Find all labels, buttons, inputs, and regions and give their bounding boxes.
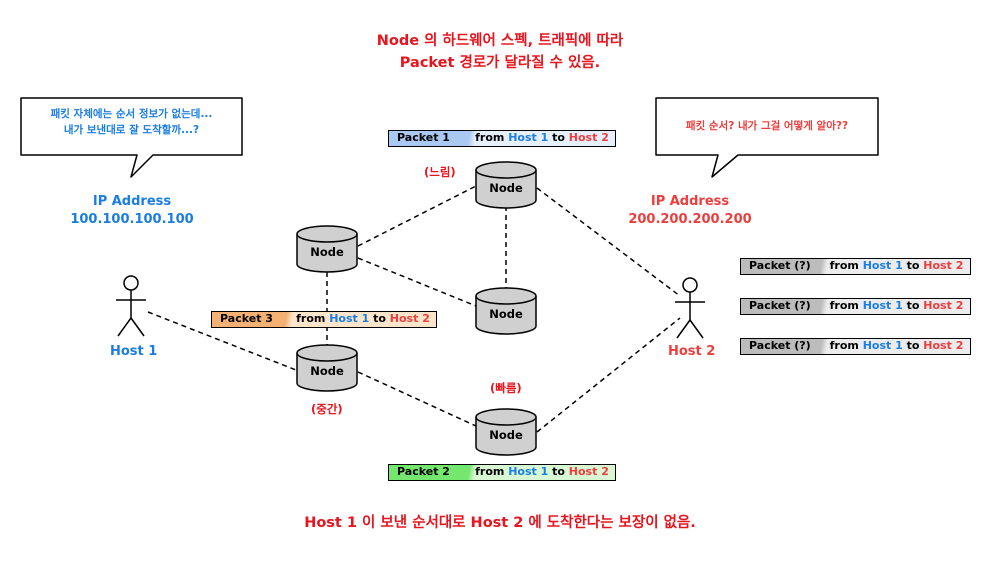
received-packet-route: from Host 1 to Host 2	[823, 339, 970, 354]
node-label: Node	[310, 245, 344, 259]
packet-src-host: Host 1	[862, 339, 903, 352]
host1-ip-block: IP Address 100.100.100.100	[52, 193, 212, 229]
host2-label: Host 2	[668, 344, 716, 359]
speed-mid-label: (중간)	[311, 402, 343, 416]
host1-speech-bubble	[20, 97, 243, 178]
packet-to-text: to	[373, 312, 386, 325]
packet-dst-host: Host 2	[389, 312, 430, 325]
title-line-1: Node 의 하드웨어 스펙, 트래픽에 따라	[376, 33, 624, 49]
link-node5-host2	[536, 317, 681, 433]
packet-from-text: from	[829, 339, 859, 352]
host2-ip-label: IP Address	[650, 194, 730, 209]
packet-to-text: to	[906, 299, 920, 312]
host1-bubble-text: 패킷 자체에는 순서 정보가 없는데... 내가 보낸대로 잘 도착할까...?	[21, 106, 242, 138]
received-packet-id: Packet (?)	[749, 339, 811, 352]
packet-2-id: Packet 2	[397, 465, 450, 478]
packet-dst-host: Host 2	[923, 299, 964, 312]
host1-label: Host 1	[110, 344, 158, 359]
host2-ip-block: IP Address 200.200.200.200	[610, 193, 770, 229]
packet-to-text: to	[906, 259, 920, 272]
host1-bubble-line-2: 내가 보낸대로 잘 도착할까...?	[63, 124, 200, 136]
host2-bubble-line: 패킷 순서? 내가 그걸 어떻게 알아??	[685, 120, 849, 132]
received-packet-route: from Host 1 to Host 2	[823, 299, 970, 314]
speed-slow-label: (느림)	[424, 165, 456, 179]
speed-fast-label: (빠름)	[490, 381, 522, 395]
node-cylinder: Node	[296, 344, 358, 392]
packet-src-host: Host 1	[508, 131, 549, 144]
packet-src-host: Host 1	[862, 299, 903, 312]
node-cylinder: Node	[475, 408, 537, 456]
packet-from-text: from	[475, 131, 505, 144]
node-label: Node	[489, 181, 523, 195]
packet-1-id: Packet 1	[397, 131, 450, 144]
diagram-title: Node 의 하드웨어 스펙, 트래픽에 따라 Packet 경로가 달라질 수…	[250, 30, 750, 74]
host1-bubble-line-1: 패킷 자체에는 순서 정보가 없는데...	[50, 108, 213, 120]
node-cylinder: Node	[296, 225, 358, 273]
host2-bubble-text: 패킷 순서? 내가 그걸 어떻게 알아??	[656, 118, 878, 134]
received-packet-id: Packet (?)	[749, 259, 811, 272]
node-label: Node	[489, 307, 523, 321]
host1-person-icon	[116, 275, 146, 337]
packet-from-text: from	[829, 299, 859, 312]
title-line-2: Packet 경로가 달라질 수 있음.	[399, 55, 601, 71]
packet-dst-host: Host 2	[923, 339, 964, 352]
packet-1-tag: Packet 1 from Host 1 to Host 2	[388, 130, 616, 147]
packet-dst-host: Host 2	[568, 131, 609, 144]
node-label: Node	[310, 364, 344, 378]
packet-dst-host: Host 2	[923, 259, 964, 272]
packet-2-tag: Packet 2 from Host 1 to Host 2	[388, 464, 616, 481]
received-packet-tag: Packet (?) from Host 1 to Host 2	[740, 258, 971, 275]
received-packet-route: from Host 1 to Host 2	[823, 259, 970, 274]
node-cylinder: Node	[475, 161, 537, 209]
packet-dst-host: Host 2	[568, 465, 609, 478]
host2-ip-value: 200.200.200.200	[628, 212, 752, 227]
packet-src-host: Host 1	[508, 465, 549, 478]
link-node1-node3	[357, 257, 477, 307]
packet-from-text: from	[829, 259, 859, 272]
packet-to-text: to	[552, 131, 565, 144]
packet-src-host: Host 1	[862, 259, 903, 272]
host2-person-icon	[675, 277, 705, 339]
received-packet-tag: Packet (?) from Host 1 to Host 2	[740, 298, 971, 315]
packet-to-text: to	[906, 339, 920, 352]
packet-to-text: to	[552, 465, 565, 478]
link-node1-node2	[357, 185, 477, 247]
host1-ip-label: IP Address	[92, 194, 172, 209]
packet-from-text: from	[296, 312, 326, 325]
packet-3-route: from Host 1 to Host 2	[290, 312, 436, 327]
packet-3-tag: Packet 3 from Host 1 to Host 2	[211, 311, 437, 328]
link-node4-node5	[357, 371, 477, 427]
packet-2-route: from Host 1 to Host 2	[469, 465, 615, 480]
host1-ip-value: 100.100.100.100	[70, 212, 194, 227]
link-node2-host2	[536, 187, 681, 297]
received-packet-tag: Packet (?) from Host 1 to Host 2	[740, 338, 971, 355]
packet-from-text: from	[475, 465, 505, 478]
packet-3-id: Packet 3	[220, 312, 273, 325]
packet-src-host: Host 1	[329, 312, 370, 325]
packet-1-route: from Host 1 to Host 2	[469, 131, 615, 146]
node-label: Node	[489, 428, 523, 442]
node-cylinder: Node	[475, 287, 537, 335]
host2-speech-bubble	[655, 97, 879, 178]
received-packet-id: Packet (?)	[749, 299, 811, 312]
diagram-footer: Host 1 이 보낸 순서대로 Host 2 에 도착한다는 보장이 없음.	[304, 515, 696, 531]
